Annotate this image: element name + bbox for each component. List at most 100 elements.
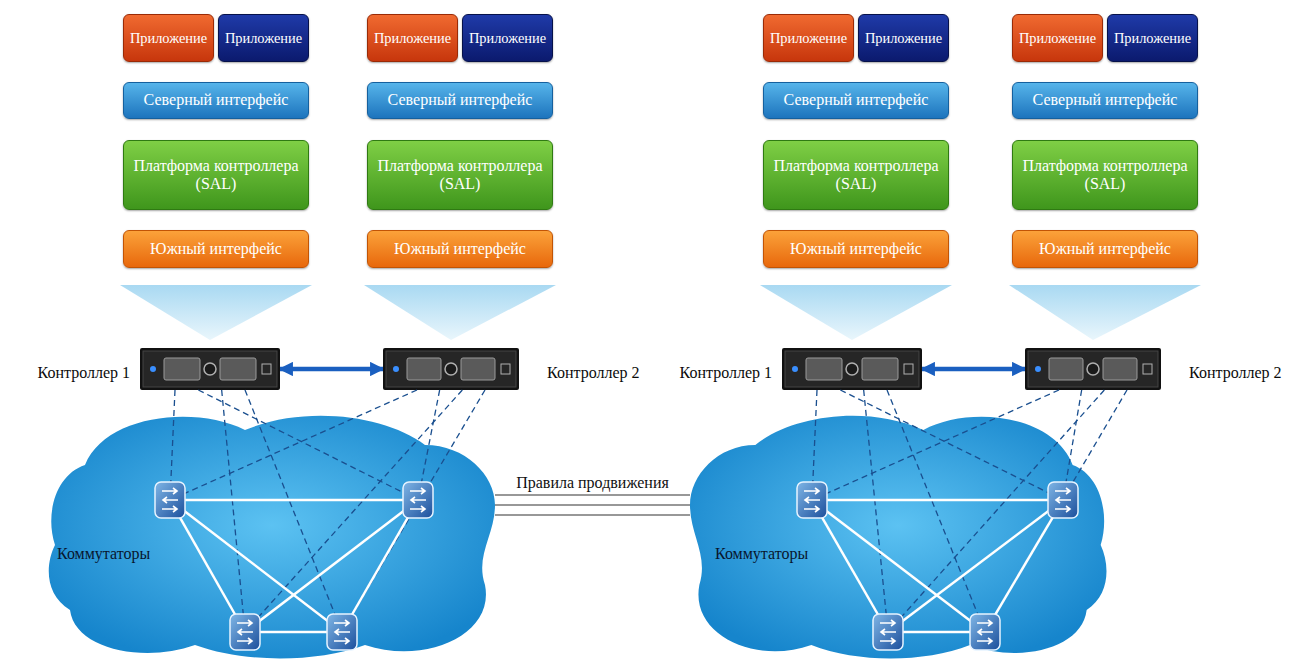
box-label: Приложение <box>372 30 453 47</box>
server-face <box>143 351 277 387</box>
controller-server: Контроллер 2 <box>1025 348 1161 390</box>
power-led <box>150 366 156 372</box>
switch-body <box>873 614 903 650</box>
switch-arrow <box>880 620 895 626</box>
controller-sync-arrow <box>922 367 1025 372</box>
switch-link <box>170 500 245 632</box>
box-label: Приложение <box>768 30 849 47</box>
switch-icon <box>403 482 433 518</box>
drive-panel <box>461 358 495 380</box>
box-label: Платформа контроллера (SAL) <box>1017 157 1193 194</box>
power-led <box>792 366 798 372</box>
switch-arrow <box>1056 497 1071 503</box>
southbound-interface-box: Южный интерфейс <box>763 230 949 268</box>
control-link <box>864 390 888 632</box>
box-label: Южный интерфейс <box>768 240 944 258</box>
application-box: Приложение <box>123 14 214 62</box>
box-label: Платформа контроллера (SAL) <box>128 157 304 194</box>
northbound-interface-box: Северный интерфейс <box>1012 82 1198 119</box>
box-label: Приложение <box>467 30 548 47</box>
controller-server: Контроллер 1 <box>140 348 280 390</box>
controller-platform-box: Платформа контроллера (SAL) <box>763 140 949 210</box>
box-label: Приложение <box>1112 30 1193 47</box>
control-link <box>840 390 1063 500</box>
server-face <box>386 351 516 387</box>
switch-body <box>970 614 1000 650</box>
control-link <box>985 390 1127 632</box>
control-link <box>245 390 462 632</box>
application-box: Приложение <box>462 14 553 62</box>
controller-label: Контроллер 1 <box>38 364 130 382</box>
server-body <box>383 348 519 390</box>
switch-icon <box>1048 482 1078 518</box>
forwarding-rule-line <box>495 504 690 505</box>
box-label: Северный интерфейс <box>372 91 548 109</box>
switch-arrow <box>880 638 895 644</box>
switch-icon <box>873 614 903 650</box>
power-led <box>393 366 399 372</box>
box-label: Платформа контроллера (SAL) <box>372 157 548 194</box>
drive-panel <box>407 358 441 380</box>
funnel-triangle <box>760 285 952 340</box>
controller-label: Контроллер 2 <box>1189 364 1281 382</box>
application-box: Приложение <box>218 14 309 62</box>
switch-link <box>342 500 418 632</box>
switch-icon <box>230 614 260 650</box>
northbound-interface-box: Северный интерфейс <box>763 82 949 119</box>
control-link <box>222 390 245 632</box>
switch-body <box>327 614 357 650</box>
server-body <box>1025 348 1161 390</box>
switch-body <box>230 614 260 650</box>
switch-arrow <box>238 629 253 635</box>
application-box: Приложение <box>1107 14 1198 62</box>
server-knob <box>204 363 216 375</box>
controller-label: Контроллер 1 <box>680 364 772 382</box>
control-link <box>418 390 440 500</box>
server-icon <box>1025 348 1161 390</box>
switch-icon <box>155 482 185 518</box>
control-link <box>170 390 175 500</box>
switch-arrow <box>805 497 820 503</box>
box-label: Северный интерфейс <box>1017 91 1193 109</box>
southbound-interface-box: Южный интерфейс <box>123 230 309 268</box>
box-label: Северный интерфейс <box>128 91 304 109</box>
switch-link <box>170 499 418 502</box>
switch-link <box>812 499 1063 502</box>
box-label: Приложение <box>863 30 944 47</box>
cloud-shape <box>690 405 1110 660</box>
box-label: Южный интерфейс <box>1017 240 1193 258</box>
switch-arrow <box>1055 488 1070 494</box>
control-link <box>245 390 342 632</box>
box-label: Северный интерфейс <box>768 91 944 109</box>
server-port <box>262 364 271 374</box>
northbound-interface-box: Северный интерфейс <box>367 82 553 119</box>
switch-arrow <box>237 638 252 644</box>
server-port <box>904 364 913 374</box>
controller-platform-box: Платформа контроллера (SAL) <box>367 140 553 210</box>
server-knob <box>445 363 457 375</box>
control-link <box>812 390 817 500</box>
forwarding-rule-line <box>495 494 690 495</box>
application-box: Приложение <box>1012 14 1103 62</box>
server-knob <box>846 363 858 375</box>
funnel-triangle <box>364 285 556 340</box>
controller-platform-box: Платформа контроллера (SAL) <box>1012 140 1198 210</box>
switch-body <box>1048 482 1078 518</box>
funnel-triangle <box>120 285 312 340</box>
switch-link <box>985 500 1063 632</box>
application-box: Приложение <box>367 14 458 62</box>
switch-arrow <box>881 629 896 635</box>
switch-link <box>888 631 985 634</box>
control-link <box>198 390 418 500</box>
server-icon <box>383 348 519 390</box>
switch-link <box>888 500 1063 632</box>
control-link <box>342 390 485 632</box>
edge-label: Правила продвижения <box>516 474 669 492</box>
switch-link <box>812 500 888 632</box>
cloud-outline <box>49 416 495 659</box>
box-label: Южный интерфейс <box>372 240 548 258</box>
controller-platform-box: Платформа контроллера (SAL) <box>123 140 309 210</box>
drive-panel <box>220 358 256 380</box>
server-face <box>785 351 919 387</box>
control-link <box>170 390 417 500</box>
